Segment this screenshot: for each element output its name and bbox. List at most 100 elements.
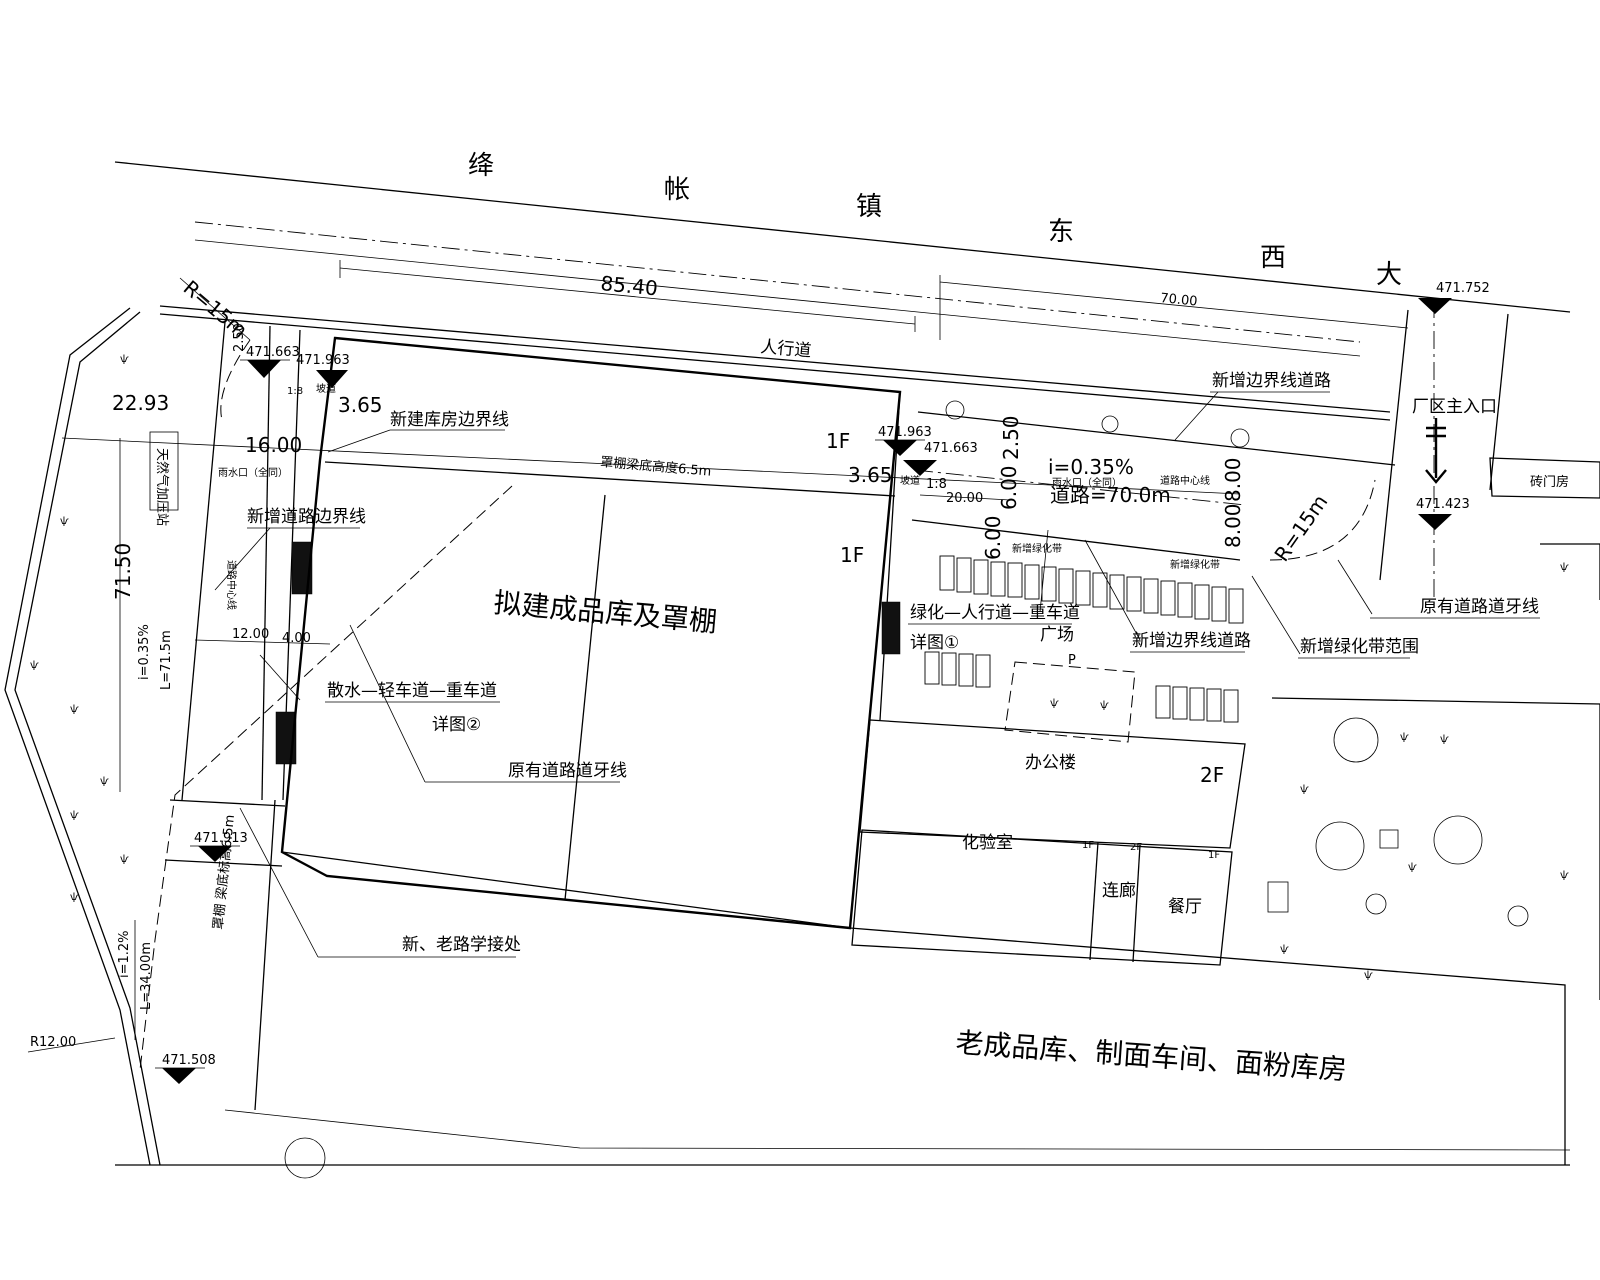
dim-line-85 — [339, 267, 916, 325]
parking-block — [881, 601, 901, 655]
svg-text:ѱ: ѱ — [30, 659, 39, 671]
new-green-small: 新增绿化带 — [1012, 542, 1062, 555]
new-green-small2: 新增绿化带 — [1170, 558, 1220, 571]
parking-space — [1172, 686, 1188, 720]
road-name-char: 大 — [1376, 260, 1402, 290]
parking-block — [291, 541, 313, 595]
parking-space — [1041, 566, 1057, 602]
elevation-e5: 471.752 — [1436, 281, 1490, 296]
f2-small: 2F — [1130, 842, 1142, 853]
plaza-label: 广场 — [1040, 625, 1074, 645]
new-road-boundary-w: 新增道路边界线 — [247, 507, 366, 527]
entrance-road-edge — [1379, 309, 1409, 581]
elevation-e7: 471.913 — [194, 831, 248, 846]
parking-space — [1223, 689, 1239, 723]
tree-icon — [1101, 415, 1119, 433]
dim-line-70 — [939, 281, 1409, 329]
office-label: 办公楼 — [1025, 753, 1076, 773]
elevation-e4: 471.663 — [924, 441, 978, 456]
office-building — [859, 719, 1246, 849]
dim-20-00: 20.00 — [946, 491, 983, 506]
road-name-char: 绛 — [468, 151, 494, 181]
slope-i12: i=1.2% — [117, 930, 132, 978]
parking-space — [1211, 586, 1227, 622]
dim-71-50: 71.50 — [111, 543, 135, 600]
parking-space — [1109, 574, 1125, 610]
parking-space — [939, 555, 955, 591]
parking-space — [1155, 685, 1171, 719]
elevation-marker-icon — [883, 440, 917, 456]
road-name-char: 东 — [1048, 217, 1074, 247]
f1-small2: 1F — [1208, 850, 1220, 861]
tree-icon — [1433, 815, 1483, 865]
floor-1f-a: 1F — [826, 429, 850, 453]
dim-2-50-ne: 2.50 — [999, 415, 1023, 460]
rain-inlet-e: 雨水口（全同） — [1052, 476, 1122, 489]
dim-r15-e: R=15m — [1269, 490, 1332, 566]
canopy-beam-line — [324, 461, 896, 497]
elevation-marker-icon — [198, 846, 232, 862]
sw-road-edge — [254, 799, 276, 1111]
highway-south-edge — [194, 239, 1361, 357]
leader-line — [1174, 391, 1219, 441]
road-junction-line — [169, 799, 286, 807]
svg-text:ѱ: ѱ — [1560, 869, 1569, 881]
dim-12-line — [194, 639, 331, 645]
new-old-junction-label: 新、老路学接处 — [402, 935, 521, 955]
road-junction-line-2 — [164, 859, 283, 867]
svg-text:ѱ: ѱ — [1050, 697, 1059, 709]
east-road-south-edge — [911, 519, 1241, 561]
orig-curb-w-label: 原有道路道牙线 — [508, 761, 627, 781]
parking-space — [1228, 588, 1244, 624]
elevation-marker-icon — [247, 360, 281, 378]
highway-centre-line — [194, 221, 1361, 343]
parking-space — [973, 559, 989, 595]
parking-space — [1194, 584, 1210, 620]
detail-1-label: 详图① — [910, 633, 959, 653]
grass-marks: ѱ ѱ ѱ ѱ ѱ ѱ ѱ ѱ ѱ ѱ ѱ ѱ ѱ ѱ ѱ ѱ ѱ ѱ — [30, 353, 1569, 981]
slope-i-w: i=0.35% — [137, 624, 152, 680]
gatehouse — [1489, 457, 1600, 499]
leader-line — [1084, 539, 1141, 641]
parking-space — [975, 654, 991, 688]
elevation-e3: 471.963 — [878, 425, 932, 440]
svg-text:ѱ: ѱ — [1280, 943, 1289, 955]
gas-station-box — [149, 431, 179, 511]
entrance-arrow-icon — [1425, 418, 1447, 484]
floor-1f-b: 1F — [840, 543, 864, 567]
west-outer-boundary-2 — [14, 311, 161, 1166]
curb-arc-e — [1269, 479, 1376, 561]
west-road-edge — [181, 321, 226, 801]
elevation-marker-icon — [1418, 298, 1452, 314]
tree-icon — [1315, 821, 1365, 871]
sidewalk-north-edge — [159, 305, 1391, 413]
factory-main-entrance: 厂区主入口 — [1412, 397, 1497, 417]
f1-small: 1F — [1082, 840, 1094, 851]
svg-text:ѱ: ѱ — [70, 703, 79, 715]
dim-2-50-nw: 2.50 — [232, 323, 247, 352]
entrance-road-edge-2 — [1489, 313, 1509, 491]
svg-text:ѱ: ѱ — [120, 353, 129, 365]
svg-text:ѱ: ѱ — [1440, 733, 1449, 745]
tree-icon — [284, 1137, 326, 1179]
road-70: 道路=70.0m — [1050, 483, 1171, 507]
parking-space — [1206, 688, 1222, 722]
svg-text:ѱ: ѱ — [1300, 783, 1309, 795]
svg-text:ѱ: ѱ — [100, 775, 109, 787]
parking-space — [958, 653, 974, 687]
dim-22-93: 22.93 — [112, 391, 169, 415]
parking-space — [924, 651, 940, 685]
sidewalk-north-edge-2 — [159, 313, 1391, 421]
parking-space — [956, 557, 972, 593]
east-road-north-edge — [917, 411, 1396, 466]
floor-2f: 2F — [1200, 763, 1224, 787]
tree-icon — [945, 400, 965, 420]
corridor-edge — [1089, 841, 1099, 961]
leader-underline — [27, 1037, 116, 1053]
elevation-e6: 471.423 — [1416, 497, 1470, 512]
parking-space — [1075, 570, 1091, 606]
elevation-marker-icon — [316, 370, 348, 388]
building-partition — [564, 494, 606, 901]
canopy-height-label: 罩棚梁底高度6.5m — [600, 454, 712, 480]
svg-text:ѱ: ѱ — [120, 853, 129, 865]
